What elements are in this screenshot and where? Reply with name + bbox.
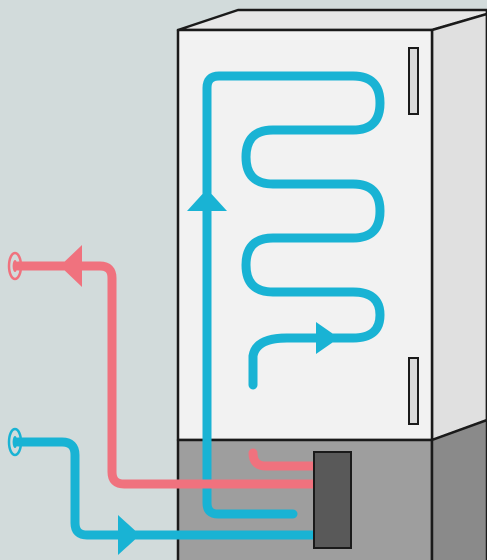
cold-water-connection-icon [7, 427, 23, 457]
flow-arrow-icon [60, 245, 82, 287]
base-housing [176, 418, 487, 560]
hot-water-pipe [13, 261, 319, 489]
base-front [176, 438, 434, 560]
flow-arrow-icon [316, 322, 339, 354]
cold-water-pipe [13, 437, 319, 540]
cabinet-side [430, 12, 487, 442]
flow-arrow-icon [187, 189, 227, 211]
compressor-block [313, 451, 352, 549]
hot-water-connection-icon [7, 251, 23, 281]
evaporator-coil [202, 71, 385, 519]
base-side [430, 418, 487, 560]
door-hinge-top [408, 47, 419, 115]
flow-arrow-icon [118, 515, 140, 555]
door-hinge-bottom [408, 357, 419, 425]
